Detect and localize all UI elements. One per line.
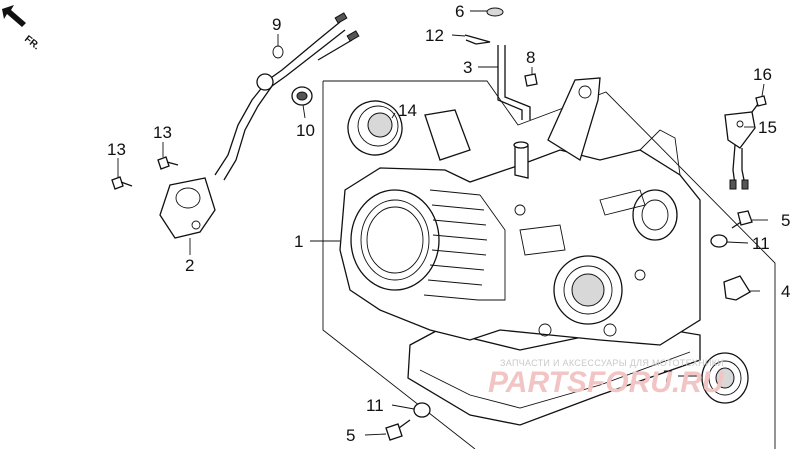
watermark-logo: PARTSFORU.RU: [488, 366, 725, 399]
callout-11-bottom: 11: [366, 396, 384, 415]
bolt-13-lower: [111, 176, 133, 190]
front-direction-label: FR.: [22, 34, 42, 53]
callout-9: 9: [272, 15, 281, 34]
flange-bolt-5-right: [731, 210, 753, 229]
oil-alert-switch-2: [159, 12, 360, 239]
callout-1: 1: [294, 232, 303, 251]
front-direction-marker: FR.: [2, 5, 42, 52]
watermark-tagline: ЗАПЧАСТИ И АКСЕССУАРЫ ДЛЯ МОТОТЕХНИКИ: [500, 358, 724, 368]
callout-11-right: 11: [752, 234, 770, 253]
callout-5-bottom: 5: [346, 426, 355, 445]
washer-11-bottom: [413, 402, 431, 418]
callout-4: 4: [781, 282, 790, 301]
callout-labels: 1 2 3 4 5 5 6 7 8 9 10 11 11 12 13 13 14…: [107, 2, 790, 445]
callout-2: 2: [185, 256, 194, 275]
clip-12: [464, 34, 491, 45]
leader-lines: [117, 10, 768, 436]
callout-6: 6: [455, 2, 464, 21]
oil-seal-14: [347, 100, 403, 156]
arrow-up-left-icon: [2, 5, 26, 27]
washer-6: [486, 7, 504, 17]
nut-8: [524, 73, 538, 87]
damper-4: [723, 275, 751, 301]
callout-13-lower: 13: [107, 140, 126, 159]
callout-7: 7: [663, 367, 672, 386]
callout-13-upper: 13: [153, 123, 172, 142]
callout-5-right: 5: [781, 211, 790, 230]
bolt-16: [751, 95, 767, 113]
callout-16: 16: [753, 65, 772, 84]
o-ring-9: [272, 45, 284, 59]
callout-14: 14: [398, 101, 417, 120]
callout-3: 3: [463, 58, 472, 77]
grommet-10: [291, 86, 313, 106]
watermark: ЗАПЧАСТИ И АКСЕССУАРЫ ДЛЯ МОТОТЕХНИКИ PA…: [488, 358, 725, 399]
callout-10: 10: [296, 121, 315, 140]
breather-tube-3: [497, 45, 531, 120]
callout-12: 12: [425, 26, 444, 45]
crankcase-body: [339, 77, 701, 426]
washer-11-right: [710, 234, 728, 248]
callout-15: 15: [758, 118, 777, 137]
flange-bolt-5-bottom: [385, 419, 411, 441]
oil-seal-7: [701, 352, 749, 404]
callout-8: 8: [526, 48, 535, 67]
terminal-bracket-15: [724, 111, 756, 190]
bolt-13-upper: [157, 156, 179, 170]
